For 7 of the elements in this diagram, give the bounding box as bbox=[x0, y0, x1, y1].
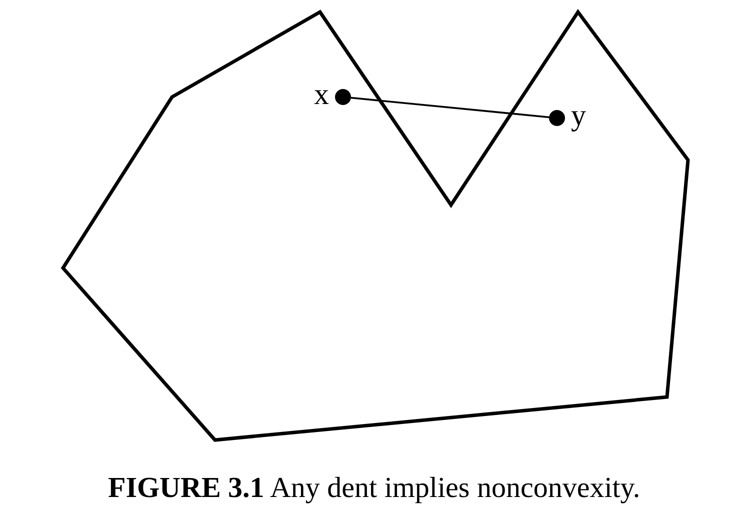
point-label: y bbox=[571, 101, 586, 131]
polygon-shape bbox=[60, 8, 692, 444]
point-label: x bbox=[314, 80, 329, 110]
figure-caption: FIGURE 3.1 Any dent implies nonconvexity. bbox=[108, 472, 640, 505]
point-dot bbox=[335, 89, 351, 105]
point-dot bbox=[549, 110, 565, 126]
line-segment bbox=[350, 96, 550, 118]
